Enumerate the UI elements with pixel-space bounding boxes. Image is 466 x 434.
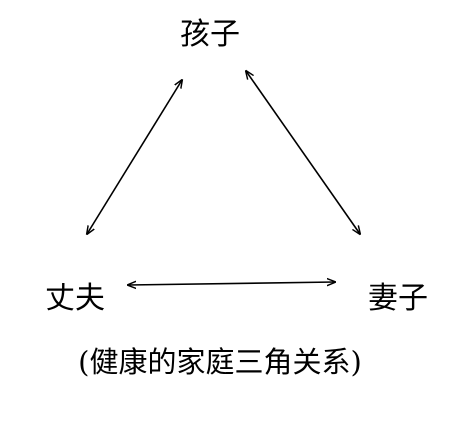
node-husband: 丈夫 xyxy=(45,281,105,316)
edge-husband-wife xyxy=(128,282,335,285)
edge-husband-child xyxy=(87,80,182,234)
node-wife: 妻子 xyxy=(368,281,428,316)
edge-child-wife xyxy=(246,71,360,234)
node-child: 孩子 xyxy=(180,17,240,52)
diagram-caption: (健康的家庭三角关系) xyxy=(78,345,362,379)
